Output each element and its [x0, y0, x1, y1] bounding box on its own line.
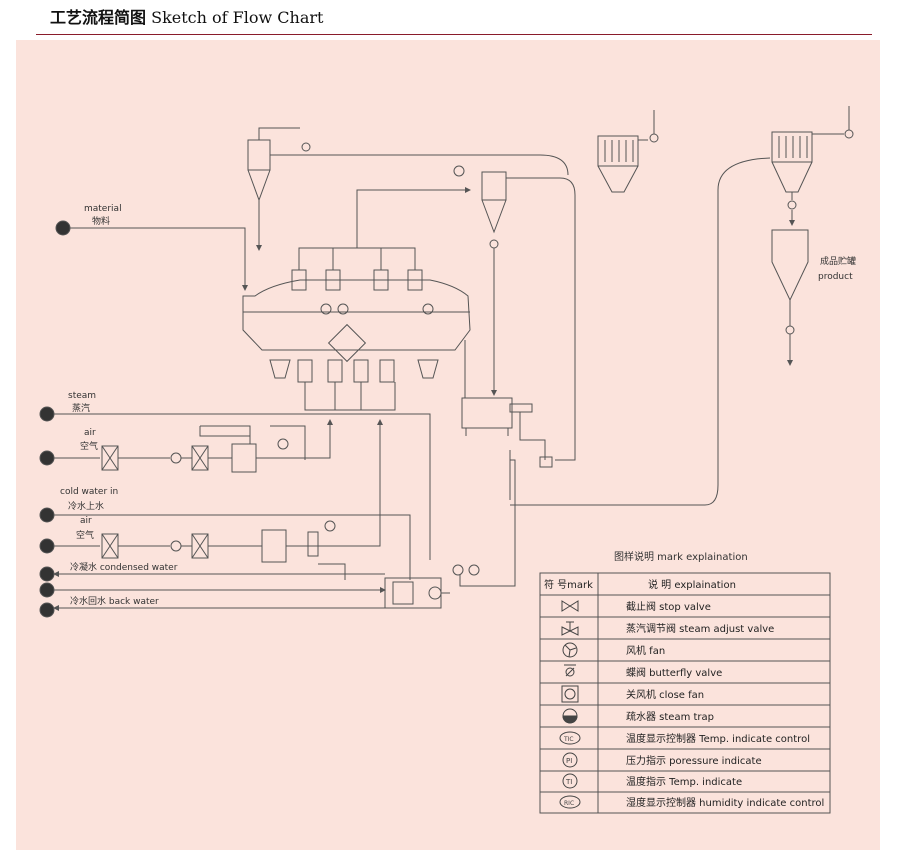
- temp-gauge-3: [422, 303, 434, 315]
- legend-row-humidity: 湿度显示控制器 humidity indicate control: [626, 796, 824, 809]
- label-air2-en: air: [80, 516, 92, 526]
- label-product-en: product: [818, 272, 853, 282]
- fan-icon: [562, 642, 578, 658]
- diagram-panel: [16, 40, 880, 850]
- label-steam-en: steam: [68, 391, 96, 401]
- svg-text:RIC: RIC: [564, 800, 574, 807]
- air-train-2: [54, 419, 411, 580]
- cyclone-1: [247, 127, 470, 251]
- temp-indicate-icon: TI: [562, 773, 578, 789]
- title-cn: 工艺流程简图: [50, 8, 147, 27]
- transfer-line: [518, 157, 771, 506]
- pressure-indicate-icon: PI: [562, 752, 578, 768]
- svg-text:PI: PI: [566, 757, 572, 765]
- label-steam-cn: 蒸汽: [72, 402, 90, 414]
- exhaust-vents: [291, 187, 471, 291]
- discharge-unit: [461, 340, 553, 506]
- inlet-circles: [39, 220, 71, 618]
- humidity-control-icon: RIC: [559, 795, 581, 809]
- label-material-cn: 物料: [92, 215, 110, 227]
- title-en: Sketch of Flow Chart: [151, 8, 324, 27]
- product-tank: [771, 229, 809, 365]
- dryer-body: [242, 279, 471, 351]
- legend-row-steam-trap: 疏水器 steam trap: [626, 710, 714, 723]
- temp-control-icon: TIC: [559, 731, 581, 745]
- air-inlet-boxes: [269, 359, 439, 411]
- legend-col-mark: 符 号mark: [544, 578, 593, 591]
- label-air1-en: air: [84, 428, 96, 438]
- dryer-viewport: [327, 323, 367, 363]
- label-back: 冷水回水 back water: [70, 595, 159, 607]
- material-line: [70, 227, 248, 291]
- legend: 图样说明 mark explaination 符 号mark 说 明 expla…: [539, 550, 831, 814]
- svg-text:TIC: TIC: [563, 736, 574, 743]
- legend-col-desc: 说 明 explaination: [648, 578, 736, 591]
- legend-row-temp-indicate: 温度指示 Temp. indicate: [626, 775, 742, 788]
- steam-trap-icon: [562, 708, 578, 724]
- legend-row-close-fan: 关风机 close fan: [626, 688, 704, 701]
- air-train-1: [54, 413, 431, 560]
- label-air1-cn: 空气: [80, 440, 98, 452]
- legend-row-fan: 风机 fan: [626, 644, 665, 657]
- cyclone-2: [453, 154, 576, 461]
- label-air2-cn: 空气: [76, 529, 94, 541]
- label-material-en: material: [84, 204, 122, 214]
- stop-valve-icon: [561, 600, 579, 612]
- page-title: 工艺流程简图 Sketch of Flow Chart: [50, 4, 323, 28]
- label-cold-cn: 冷水上水: [68, 500, 104, 512]
- diagram-labels: material 物料 steam 蒸汽 air 空气 cold water i…: [60, 204, 856, 607]
- bag-filter-2: [771, 106, 854, 225]
- butterfly-valve-icon: [564, 664, 576, 677]
- cooler-unit: [384, 459, 516, 609]
- label-cold-en: cold water in: [60, 487, 118, 497]
- legend-row-temp-control: 温度显示控制器 Temp. indicate control: [626, 732, 810, 745]
- temp-gauge-1: [320, 303, 332, 315]
- label-product-cn: 成品贮罐: [820, 255, 856, 267]
- legend-row-pressure: 压力指示 poressure indicate: [626, 754, 762, 767]
- label-condensed: 冷凝水 condensed water: [70, 561, 178, 573]
- legend-title: 图样说明 mark explaination: [614, 550, 748, 563]
- legend-row-steam-adjust-valve: 蒸汽调节阀 steam adjust valve: [626, 622, 774, 635]
- legend-row-stop-valve: 截止阀 stop valve: [626, 600, 711, 613]
- svg-text:TI: TI: [565, 778, 572, 786]
- bag-filter-1: [597, 110, 659, 193]
- title-rule: [36, 34, 872, 35]
- close-fan-icon: [561, 685, 579, 703]
- legend-row-butterfly-valve: 蝶阀 butterfly valve: [626, 666, 722, 679]
- steam-adjust-valve-icon: [561, 621, 579, 636]
- temp-gauge-2: [337, 303, 349, 315]
